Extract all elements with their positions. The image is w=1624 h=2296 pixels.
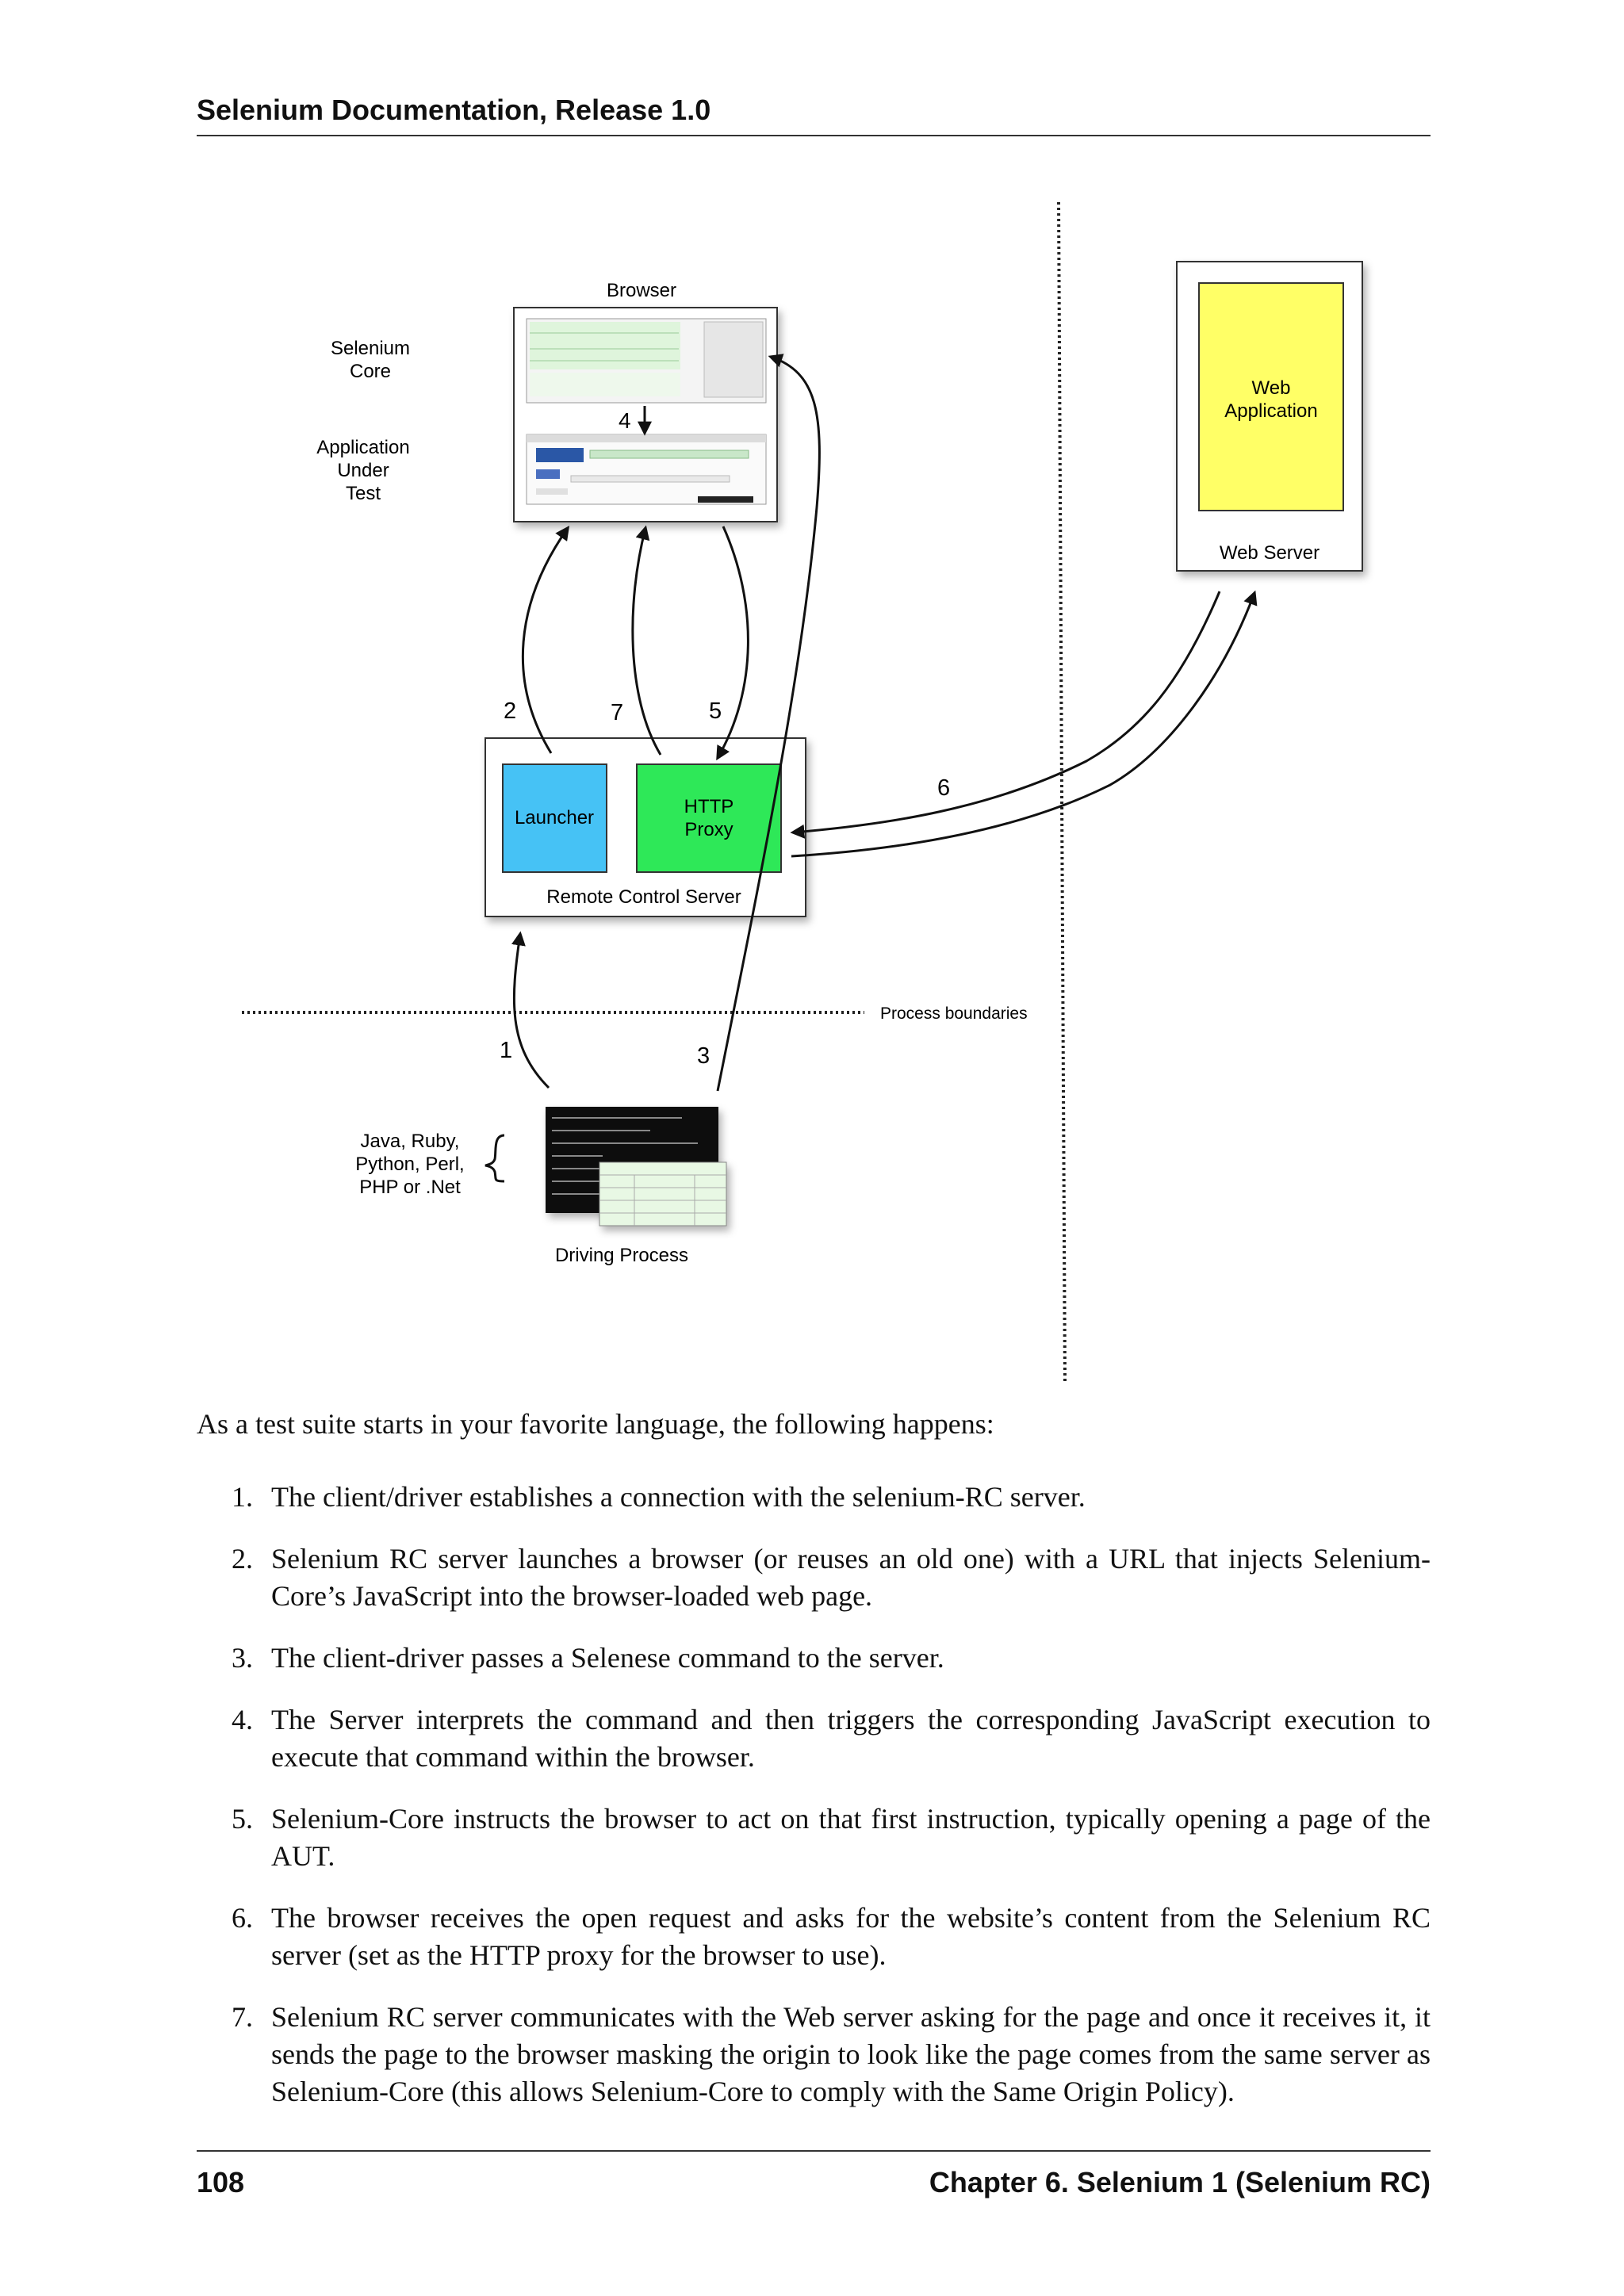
step-5-arrow [716, 526, 749, 761]
vertical-process-boundary [1057, 201, 1067, 1384]
step-number: 4. [232, 1704, 253, 1735]
steps-list: 1. The client/driver establishes a connec… [197, 1479, 1431, 2135]
step-number: 5. [232, 1803, 253, 1835]
list-item: 1. The client/driver establishes a connec… [197, 1479, 1431, 1516]
list-item: 4. The Server interprets the command and … [197, 1701, 1431, 1776]
step-text: The Server interprets the command and th… [271, 1704, 1431, 1773]
launcher-box [502, 763, 607, 873]
http-proxy-label-line2: Proxy [684, 819, 733, 840]
step-1-label: 1 [500, 1038, 512, 1063]
http-proxy-box [636, 763, 782, 873]
step-6-response-arrow [791, 590, 1258, 858]
aut-label-line1: Application [316, 437, 409, 458]
document-title: Selenium Documentation, Release 1.0 [197, 94, 711, 126]
list-item: 6. The browser receives the open request … [197, 1900, 1431, 1974]
selenium-core-screenshot [526, 318, 767, 404]
aut-screenshot [526, 434, 767, 505]
http-proxy-label-line1: HTTP [684, 796, 734, 817]
aut-label-line3: Test [346, 483, 381, 504]
page-number: 108 [197, 2166, 245, 2198]
web-application-label-line1: Web [1252, 377, 1291, 399]
list-item: 3. The client-driver passes a Selenese co… [197, 1640, 1431, 1677]
languages-label-line1: Java, Ruby, [361, 1131, 460, 1152]
step-text: Selenium RC server launches a browser (o… [271, 1543, 1431, 1612]
step-text: Selenium RC server communicates with the… [271, 2001, 1431, 2107]
remote-control-server-label: Remote Control Server [546, 886, 741, 908]
page-header: Selenium Documentation, Release 1.0 [197, 94, 1431, 136]
driving-process-label: Driving Process [555, 1245, 688, 1266]
step-number: 7. [232, 2001, 253, 2033]
step-2-arrow [521, 526, 570, 754]
step-text: The browser receives the open request an… [271, 1902, 1431, 1971]
list-item: 5. Selenium-Core instructs the browser to… [197, 1800, 1431, 1875]
step-6-request-arrow [790, 591, 1221, 839]
step-3-arrow [716, 354, 821, 1092]
step-2-label: 2 [504, 698, 516, 724]
step-number: 6. [232, 1902, 253, 1934]
step-1-arrow [511, 931, 550, 1089]
step-number: 2. [232, 1543, 253, 1575]
test-table-screenshot [599, 1161, 727, 1226]
aut-label-line2: Under [337, 460, 389, 481]
selenium-rc-architecture-diagram: Process boundaries Browser Selenium Core… [242, 201, 1363, 1384]
step-6-label: 6 [937, 775, 950, 801]
step-number: 3. [232, 1642, 253, 1674]
step-text: Selenium-Core instructs the browser to a… [271, 1803, 1431, 1872]
curly-brace [485, 1134, 505, 1183]
languages-label-line2: Python, Perl, [355, 1154, 464, 1175]
selenium-core-label-line1: Selenium [331, 338, 410, 359]
web-application-box [1198, 282, 1344, 511]
step-5-label: 5 [709, 698, 722, 724]
intro-paragraph: As a test suite starts in your favorite … [197, 1408, 994, 1440]
selenium-core-label-line2: Core [350, 361, 391, 382]
process-boundaries-label: Process boundaries [880, 1004, 1028, 1023]
step-7-arrow [631, 525, 662, 756]
step-7-label: 7 [611, 700, 623, 725]
step-text: The client-driver passes a Selenese comm… [271, 1642, 944, 1674]
web-server-label: Web Server [1220, 542, 1320, 564]
step-number: 1. [232, 1481, 253, 1513]
launcher-label: Launcher [515, 807, 594, 828]
step-text: The client/driver establishes a connecti… [271, 1481, 1086, 1513]
web-application-label-line2: Application [1224, 400, 1317, 422]
page-footer: 108 Chapter 6. Selenium 1 (Selenium RC) [197, 2150, 1431, 2204]
step-3-label: 3 [697, 1043, 710, 1069]
chapter-title: Chapter 6. Selenium 1 (Selenium RC) [929, 2166, 1431, 2198]
list-item: 2. Selenium RC server launches a browser … [197, 1540, 1431, 1615]
browser-label: Browser [607, 280, 676, 301]
step-4-label: 4 [619, 408, 631, 433]
languages-label-line3: PHP or .Net [359, 1177, 461, 1198]
list-item: 7. Selenium RC server communicates with t… [197, 1999, 1431, 2110]
